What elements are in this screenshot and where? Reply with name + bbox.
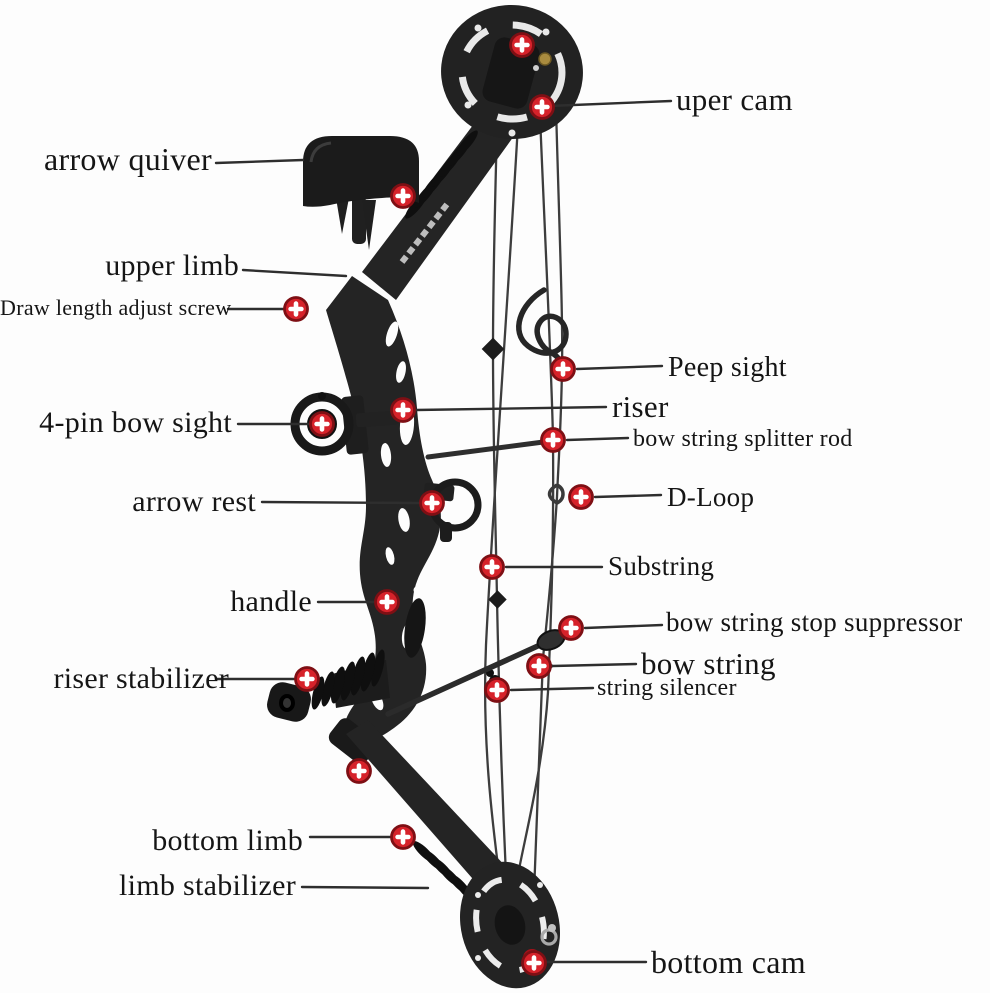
- string-dampener-icon: [481, 337, 505, 361]
- leader-line: [300, 885, 430, 890]
- leader-line: [509, 686, 595, 692]
- grip-icon: [404, 598, 426, 658]
- riser-marker: [392, 399, 415, 422]
- string-silencer-marker: [486, 679, 509, 702]
- label-peep-sight: Peep sight: [668, 352, 787, 383]
- label-riser: riser: [612, 389, 669, 424]
- label-upper-limb: upper limb: [105, 249, 239, 282]
- upper-limb-dampener-icon: [405, 130, 478, 219]
- bottom-cam-art: [459, 861, 561, 989]
- draw-length-adjust-screw-marker: [285, 298, 308, 321]
- suppressor-marker: [560, 617, 583, 640]
- d-loop-icon: [547, 483, 565, 505]
- limb-pocket-marker: [348, 760, 371, 783]
- label-draw-length-adjust-screw: Draw length adjust screw: [0, 295, 232, 320]
- handle-marker: [376, 591, 399, 614]
- label-bow-string-splitter-rod: bow string splitter rod: [633, 426, 853, 452]
- label-substring: Substring: [608, 551, 715, 581]
- label-arrow-rest: arrow rest: [132, 485, 256, 518]
- top-cam-art: [441, 4, 583, 140]
- bow-string-marker: [528, 655, 551, 678]
- quiver-hood-icon: [303, 136, 419, 207]
- arrow-rest-marker: [421, 492, 444, 515]
- bottom-limb-marker: [392, 826, 415, 849]
- peep-sight-marker: [552, 358, 575, 381]
- label-arrow-quiver: arrow quiver: [44, 141, 212, 177]
- leader-line: [583, 623, 664, 630]
- label-bow-string: bow string: [641, 646, 776, 681]
- label-riser-stabilizer: riser stabilizer: [53, 662, 229, 695]
- label-bottom-cam: bottom cam: [651, 944, 806, 980]
- label-string-silencer: string silencer: [597, 675, 737, 701]
- label-handle: handle: [230, 585, 312, 618]
- label-bow-string-stop-suppressor: bow string stop suppressor: [666, 607, 963, 637]
- riser-stabilizer-icon: [267, 649, 390, 722]
- leader-line: [593, 493, 663, 499]
- leader-lines: [214, 99, 673, 964]
- string-dampener-icon: [488, 590, 507, 609]
- peep-sight-tube-icon: [516, 287, 569, 371]
- bow-sight-marker: [311, 413, 334, 436]
- label-4-pin-bow-sight: 4-pin bow sight: [39, 406, 232, 439]
- leader-line: [241, 268, 348, 278]
- leader-line: [547, 99, 673, 108]
- upper-limb-art: [362, 92, 524, 300]
- strings-art: [481, 107, 569, 947]
- string-stop-suppressor-icon: [385, 629, 566, 717]
- label-limb-stabilizer: limb stabilizer: [119, 869, 296, 902]
- limb-brand-text-streak: [399, 201, 451, 264]
- leader-line: [414, 405, 608, 412]
- upper-cam-top-marker: [511, 34, 534, 57]
- leader-line: [214, 158, 305, 165]
- label-bottom-limb: bottom limb: [152, 824, 303, 857]
- cam-screw-icon: [538, 52, 552, 66]
- bottom-cam-marker: [523, 952, 546, 975]
- label-uper-cam: uper cam: [676, 82, 793, 117]
- arrow-quiver-art: [303, 136, 419, 250]
- bow-sight-icon: [290, 392, 399, 456]
- riser-art: [267, 276, 566, 764]
- leader-line: [565, 436, 630, 442]
- splitter-rod-marker: [542, 429, 565, 452]
- quiver-mount-marker: [392, 185, 415, 208]
- leader-line: [575, 364, 664, 371]
- upper-cam-marker: [531, 96, 554, 119]
- d-loop-marker: [570, 486, 593, 509]
- leader-line: [551, 662, 638, 668]
- substring-marker: [481, 556, 504, 579]
- riser-stabilizer-marker: [296, 668, 319, 691]
- leader-line: [260, 500, 421, 505]
- splitter-rod-icon: [425, 438, 554, 460]
- label-d-loop: D-Loop: [667, 482, 755, 512]
